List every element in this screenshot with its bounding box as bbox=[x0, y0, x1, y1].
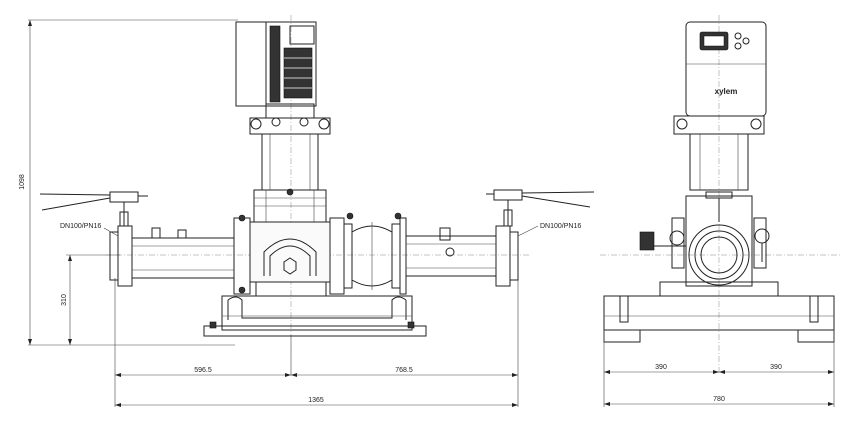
total-length-label: 1365 bbox=[308, 397, 324, 404]
left-pipe bbox=[109, 214, 251, 295]
motor-drive bbox=[235, 21, 317, 107]
flange-labels: DN100/PN16 DN100/PN16 bbox=[60, 223, 581, 237]
side-half-right-label: 390 bbox=[770, 364, 782, 371]
pump-body bbox=[249, 103, 331, 297]
dimension-horizontal: 596.5 768.5 1365 bbox=[114, 278, 519, 407]
side-view: xylem 390 390 780 bbox=[600, 15, 840, 407]
base-frame bbox=[203, 295, 427, 337]
axis-to-right-label: 768.5 bbox=[395, 367, 413, 374]
left-valve-handle bbox=[39, 191, 148, 227]
side-half-left-label: 390 bbox=[655, 364, 667, 371]
side-base-frame bbox=[603, 281, 835, 343]
side-total-label: 780 bbox=[713, 396, 725, 403]
side-dimensions: 390 390 780 bbox=[603, 330, 835, 407]
front-view: 1098 310 596.5 768.5 1365 bbox=[19, 15, 595, 407]
side-pump-body bbox=[639, 191, 770, 287]
height-total-label: 1098 bbox=[19, 174, 26, 190]
dimension-height-axis: 310 bbox=[61, 254, 120, 345]
height-axis-label: 310 bbox=[61, 294, 68, 306]
right-valve-handle bbox=[486, 189, 595, 227]
side-motor: xylem bbox=[685, 21, 767, 117]
flange-label-left: DN100/PN16 bbox=[60, 223, 101, 230]
side-column bbox=[673, 115, 765, 191]
right-pipe bbox=[329, 212, 519, 295]
dimension-height-total: 1098 bbox=[19, 19, 238, 346]
brand-label: xylem bbox=[715, 87, 738, 96]
left-to-axis-label: 596.5 bbox=[194, 367, 212, 374]
flange-label-right: DN100/PN16 bbox=[540, 223, 581, 230]
